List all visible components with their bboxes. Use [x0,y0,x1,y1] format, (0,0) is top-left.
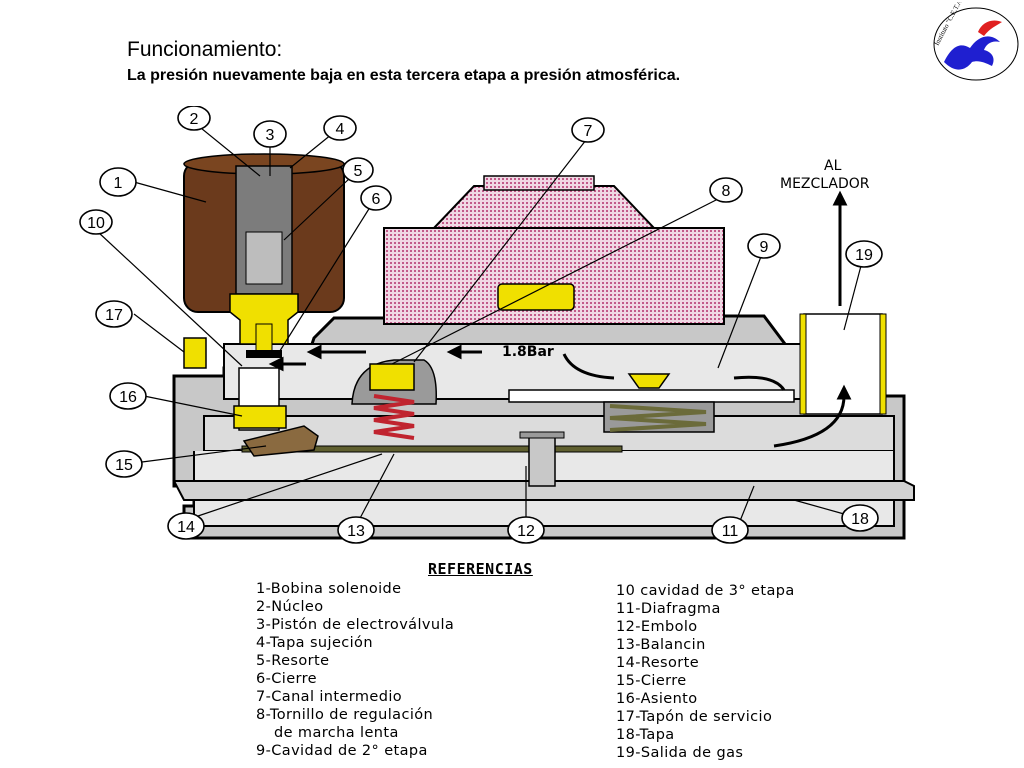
callout-11: 11 [711,516,749,544]
bottom-cover [172,480,915,501]
svg-text:2: 2 [190,111,199,128]
callout-13: 13 [337,516,375,544]
reference-item-continuation: de marcha lenta [274,725,399,741]
reference-item: 3-Pistón de electroválvula [256,617,455,633]
closure-lever [242,425,319,457]
reference-item: 9-Cavidad de 2° etapa [256,743,428,759]
callout-3: 3 [253,120,287,148]
callout-19: 19 [845,240,883,268]
svg-text:7: 7 [584,123,593,140]
gas-outlet-rim-left [799,313,807,415]
outlet-label-line1: AL [824,158,842,174]
svg-text:18: 18 [851,511,869,528]
institute-logo: Instituto "C.E.T.A." [933,2,1019,81]
reference-item: 17-Tapón de servicio [616,709,773,725]
svg-text:19: 19 [855,247,873,264]
regulator-diagram: 1.8Bar AL MEZCLADOR 1 2 3 4 5 6 7 8 9 10… [79,106,916,758]
upper-cover-top [483,175,595,191]
reference-item: 15-Cierre [616,673,687,689]
logo-ring [933,7,1019,81]
reference-item: 6-Cierre [256,671,318,687]
svg-text:8: 8 [722,183,731,200]
callout-7: 7 [571,117,605,143]
idle-screw [497,283,575,311]
svg-text:9: 9 [760,239,769,256]
svg-text:16: 16 [119,389,137,406]
reference-item: 5-Resorte [256,653,330,669]
svg-text:12: 12 [517,523,535,540]
outlet-label-line2: MEZCLADOR [780,176,870,192]
page-subtitle: La presión nuevamente baja en esta terce… [127,67,681,84]
svg-text:10: 10 [87,215,105,232]
reference-item: 11-Diafragma [616,601,721,617]
callout-16: 16 [109,382,147,410]
svg-text:14: 14 [177,519,195,536]
references-right-list: 10 cavidad de 3° etapa 11-Diafragma 12-E… [616,582,795,762]
reference-item: 19-Salida de gas [616,745,744,761]
svg-text:15: 15 [115,457,133,474]
holding-cap [229,293,299,345]
reference-item: 13-Balancin [616,637,706,653]
logo-text: Instituto "C.E.T.A." [933,2,966,47]
plunger-head [519,431,565,439]
leader-lines [97,123,863,527]
svg-text:6: 6 [372,191,381,208]
callout-12: 12 [507,516,545,544]
plunger-cap [369,363,415,391]
callout-1: 1 [99,167,137,197]
callout-9: 9 [747,233,781,259]
reference-item: 4-Tapa sujeción [256,635,373,651]
references-left-list: 1-Bobina solenoide 2-Núcleo 3-Pistón de … [256,580,454,760]
callout-8: 8 [709,177,743,203]
plunger [528,435,556,487]
callout-4: 4 [323,115,357,141]
diaphragm [508,389,795,403]
reference-item: 16-Asiento [616,691,698,707]
svg-text:17: 17 [105,307,123,324]
reference-item: 14-Resorte [616,655,700,671]
reference-item: 10 cavidad de 3° etapa [616,583,795,599]
svg-text:1: 1 [114,175,123,192]
logo-wing-accent [978,20,1002,36]
reference-item: 8-Tornillo de regulación [256,707,434,723]
svg-text:4: 4 [336,121,345,138]
reference-item: 2-Núcleo [256,599,324,615]
seat-base [233,405,287,429]
callout-5: 5 [342,157,374,183]
reference-item: 1-Bobina solenoide [256,581,402,597]
pressure-label: 1.8Bar [502,344,554,360]
gas-outlet-rim-right [879,313,887,415]
upper-cover-dome [431,185,657,229]
diaphragm-valve [627,373,671,389]
svg-text:5: 5 [354,163,363,180]
svg-text:13: 13 [347,523,365,540]
callout-18: 18 [841,504,879,532]
reference-item: 18-Tapa [616,727,675,743]
winged-horse-icon [944,36,1000,70]
page-title: Funcionamiento: [127,38,283,61]
callout-17: 17 [95,300,133,328]
piston [245,231,283,285]
diaphragm-spring [609,404,707,432]
balancer-spring [373,394,415,440]
svg-text:11: 11 [722,523,739,540]
svg-text:3: 3 [266,127,275,144]
callout-14: 14 [167,512,205,540]
callout-10: 10 [79,209,113,235]
service-plug [183,337,207,369]
callout-6: 6 [360,185,392,211]
reference-item: 7-Canal intermedio [256,689,403,705]
references-title: REFERENCIAS [428,560,533,578]
callout-15: 15 [105,450,143,478]
flow-arrows [268,190,852,448]
solenoid-stem [255,323,273,355]
reference-item: 12-Embolo [616,619,698,635]
solenoid-seal [246,350,282,358]
callout-2: 2 [177,106,211,131]
